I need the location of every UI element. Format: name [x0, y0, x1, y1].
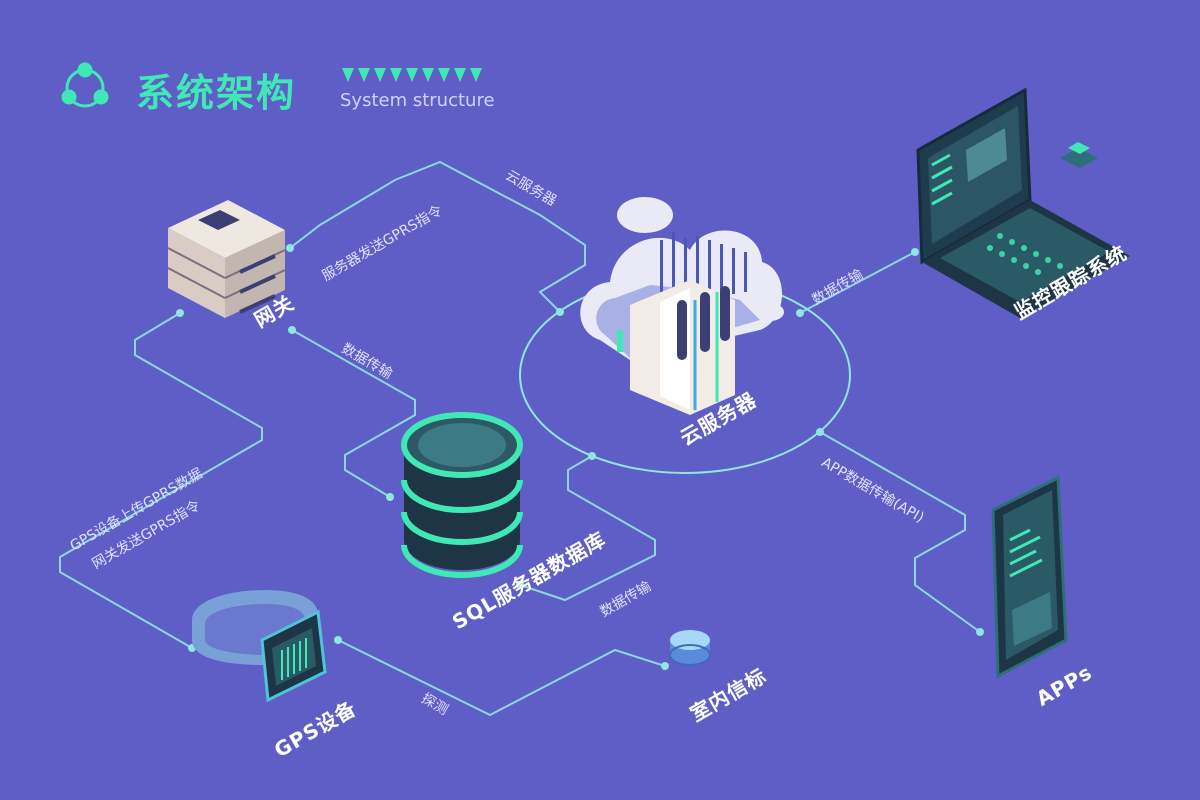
- laptop-icon: [916, 87, 1130, 318]
- cloud-server-icon: [580, 197, 784, 415]
- dot: [286, 244, 294, 252]
- line-db-cloud: [519, 455, 656, 602]
- connection-lines: [59, 160, 981, 717]
- title-decoration: [342, 68, 482, 82]
- dot: [661, 662, 669, 670]
- line-gps-beacon: [337, 639, 666, 717]
- phone-icon: [991, 475, 1068, 679]
- dot: [796, 309, 804, 317]
- beacon-icon: [669, 630, 711, 666]
- connection-dots: [176, 244, 984, 670]
- line-cloud-apps: [819, 431, 981, 633]
- dot: [976, 628, 984, 636]
- dot: [911, 248, 919, 256]
- page-subtitle: System structure: [340, 90, 495, 111]
- database-icon: [401, 412, 523, 578]
- line-gps-gateway: [59, 312, 263, 649]
- share-network-icon: [61, 62, 109, 108]
- line-gateway-cloud: [289, 160, 586, 313]
- line-cloud-monitor: [799, 251, 916, 314]
- gateway-server-icon: [167, 200, 286, 318]
- dot: [176, 309, 184, 317]
- dot: [386, 493, 394, 501]
- page-title: 系统架构: [136, 71, 297, 115]
- line-gateway-db: [291, 329, 416, 498]
- dot: [516, 581, 524, 589]
- dot: [288, 326, 296, 334]
- dot: [334, 636, 342, 644]
- gps-watch-icon: [192, 590, 327, 703]
